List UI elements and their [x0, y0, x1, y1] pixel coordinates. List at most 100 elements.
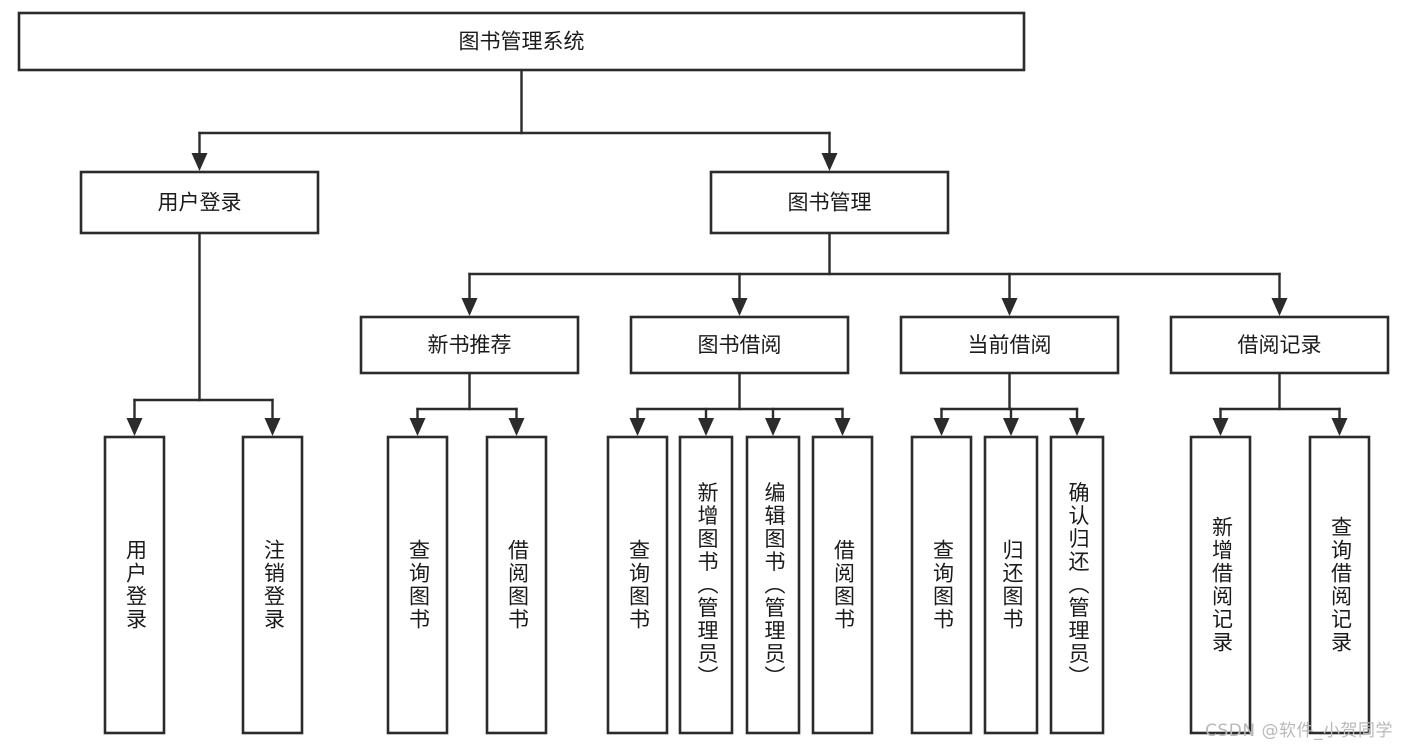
node-leaf-return-book[interactable]: 归还图书	[983, 435, 1039, 735]
arrow-head-icon	[126, 418, 143, 436]
node-leaf-add-book[interactable]: 新增图书（管理员）	[678, 435, 734, 735]
node-leaf-user-login-label: 用户登录	[124, 539, 148, 631]
node-leaf-logout[interactable]: 注销登录	[241, 435, 304, 735]
node-new-book-recommend[interactable]: 新书推荐	[359, 315, 580, 375]
node-borrow-record-label: 借阅记录	[1238, 333, 1322, 357]
node-leaf-add-record-box[interactable]	[1189, 435, 1252, 735]
node-current-borrow[interactable]: 当前借阅	[899, 315, 1120, 375]
node-root-label: 图书管理系统	[459, 30, 585, 54]
arrow-head-shape	[821, 153, 838, 171]
arrow-head-icon	[264, 418, 281, 436]
node-leaf-add-record-label: 新增借阅记录	[1210, 516, 1234, 654]
arrow-head-shape	[1003, 418, 1019, 436]
node-leaf-borrow-book-2-label: 借阅图书	[832, 539, 856, 631]
arrow-head-icon	[731, 298, 748, 316]
node-leaf-query-book-3-label: 查询图书	[931, 539, 955, 631]
arrow-head-icon	[698, 418, 714, 436]
node-root-box[interactable]	[17, 11, 1026, 72]
node-leaf-user-login[interactable]: 用户登录	[103, 435, 166, 735]
node-book-manage[interactable]: 图书管理	[709, 170, 950, 235]
node-leaf-borrow-book-2-box[interactable]	[811, 435, 874, 735]
arrow-head-icon	[765, 418, 781, 436]
arrow-head-shape	[629, 418, 646, 436]
arrow-head-icon	[191, 153, 208, 171]
arrow-head-shape	[1331, 418, 1348, 436]
node-book-borrow-label: 图书借阅	[698, 333, 782, 357]
node-leaf-borrow-book-1-label: 借阅图书	[506, 539, 530, 631]
arrow-head-shape	[461, 298, 478, 316]
arrow-head-icon	[1003, 418, 1019, 436]
arrow-head-icon	[409, 418, 426, 436]
node-book-manage-label: 图书管理	[788, 191, 872, 215]
node-book-borrow-box[interactable]	[629, 315, 850, 375]
node-user-login[interactable]: 用户登录	[79, 170, 320, 235]
node-book-borrow[interactable]: 图书借阅	[629, 315, 850, 375]
node-leaf-query-record-box[interactable]	[1308, 435, 1371, 735]
node-leaf-borrow-book-1[interactable]: 借阅图书	[485, 435, 548, 735]
arrow-head-icon	[1331, 418, 1348, 436]
node-leaf-query-record[interactable]: 查询借阅记录	[1308, 435, 1371, 735]
node-leaf-query-book-1-box[interactable]	[386, 435, 449, 735]
arrow-head-shape	[731, 298, 748, 316]
arrow-head-icon	[508, 418, 525, 436]
node-layer: 图书管理系统用户登录图书管理新书推荐图书借阅当前借阅借阅记录用户登录注销登录查询…	[17, 11, 1390, 735]
arrow-head-shape	[1069, 418, 1085, 436]
arrow-head-icon	[834, 418, 851, 436]
node-leaf-edit-book[interactable]: 编辑图书（管理员）	[745, 435, 801, 735]
node-leaf-add-record[interactable]: 新增借阅记录	[1189, 435, 1252, 735]
node-leaf-return-book-label: 归还图书	[1000, 539, 1024, 631]
node-leaf-confirm-return-label: 确认归还（管理员）	[1066, 482, 1090, 689]
node-root[interactable]: 图书管理系统	[17, 11, 1026, 72]
node-leaf-query-book-2-label: 查询图书	[627, 539, 651, 631]
arrow-head-shape	[1001, 298, 1018, 316]
node-leaf-query-book-1[interactable]: 查询图书	[386, 435, 449, 735]
node-current-borrow-label: 当前借阅	[968, 333, 1052, 357]
node-book-manage-box[interactable]	[709, 170, 950, 235]
arrow-head-shape	[126, 418, 143, 436]
node-leaf-query-book-2-box[interactable]	[606, 435, 669, 735]
arrow-head-shape	[765, 418, 781, 436]
node-leaf-query-book-3-box[interactable]	[910, 435, 973, 735]
node-new-book-recommend-box[interactable]	[359, 315, 580, 375]
node-leaf-user-login-box[interactable]	[103, 435, 166, 735]
arrow-head-shape	[1271, 298, 1288, 316]
node-leaf-confirm-return[interactable]: 确认归还（管理员）	[1049, 435, 1105, 735]
arrow-head-shape	[409, 418, 426, 436]
arrow-head-icon	[933, 418, 950, 436]
arrow-head-shape	[933, 418, 950, 436]
node-user-login-box[interactable]	[79, 170, 320, 235]
arrow-head-icon	[629, 418, 646, 436]
node-leaf-query-book-2[interactable]: 查询图书	[606, 435, 669, 735]
node-current-borrow-box[interactable]	[899, 315, 1120, 375]
node-new-book-recommend-label: 新书推荐	[428, 333, 512, 357]
node-borrow-record-box[interactable]	[1169, 315, 1390, 375]
node-leaf-logout-label: 注销登录	[262, 539, 286, 631]
arrow-head-shape	[1212, 418, 1229, 436]
arrow-head-icon	[1069, 418, 1085, 436]
node-user-login-label: 用户登录	[158, 191, 242, 215]
arrow-head-icon	[1212, 418, 1229, 436]
node-leaf-return-book-box[interactable]	[983, 435, 1039, 735]
node-leaf-logout-box[interactable]	[241, 435, 304, 735]
node-leaf-confirm-return-box[interactable]	[1049, 435, 1105, 735]
watermark-text: CSDN @软件_小贺同学	[1205, 721, 1393, 741]
node-leaf-query-book-1-label: 查询图书	[407, 539, 431, 631]
node-leaf-borrow-book-2[interactable]: 借阅图书	[811, 435, 874, 735]
arrow-head-icon	[1271, 298, 1288, 316]
node-leaf-add-book-label: 新增图书（管理员）	[695, 482, 719, 689]
node-leaf-add-book-box[interactable]	[678, 435, 734, 735]
arrow-head-shape	[834, 418, 851, 436]
arrow-head-icon	[1001, 298, 1018, 316]
node-leaf-borrow-book-1-box[interactable]	[485, 435, 548, 735]
arrow-head-shape	[698, 418, 714, 436]
arrow-head-icon	[461, 298, 478, 316]
node-leaf-query-record-label: 查询借阅记录	[1329, 516, 1353, 654]
node-leaf-edit-book-box[interactable]	[745, 435, 801, 735]
arrow-head-shape	[264, 418, 281, 436]
connector-layer	[126, 68, 1348, 436]
node-leaf-query-book-3[interactable]: 查询图书	[910, 435, 973, 735]
arrow-head-shape	[508, 418, 525, 436]
node-borrow-record[interactable]: 借阅记录	[1169, 315, 1390, 375]
